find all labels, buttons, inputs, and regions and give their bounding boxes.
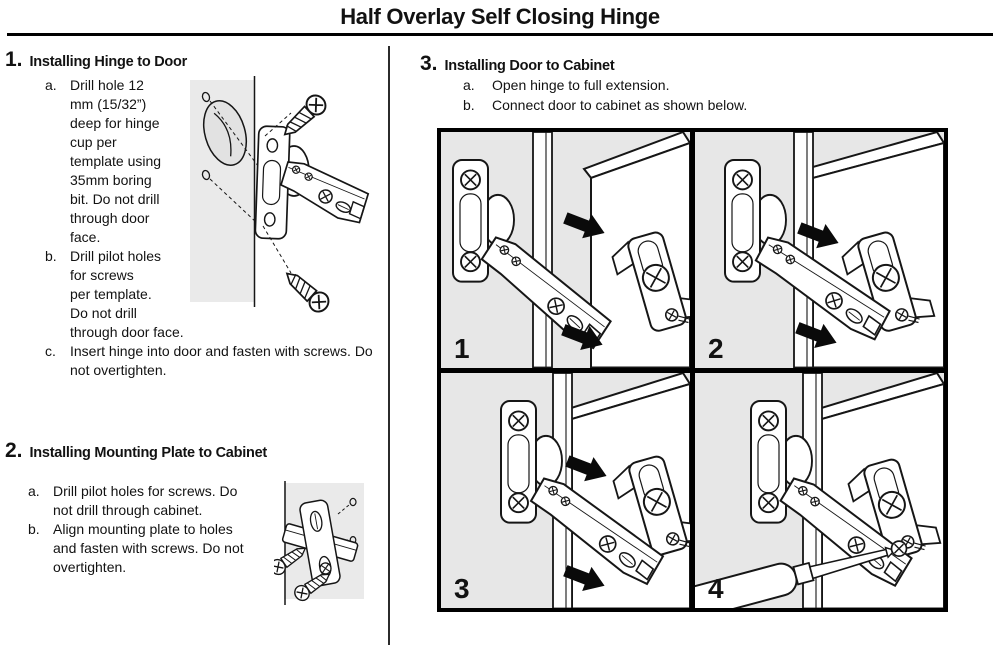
item-text: Open hinge to full extension. [492, 77, 670, 93]
figure-panel-2: 2 [695, 132, 944, 368]
arrow-icon [797, 222, 839, 249]
instruction-item: b. Drill pilot holes for screws per temp… [45, 247, 390, 342]
column-divider [388, 46, 390, 645]
mounting-plate [281, 499, 359, 587]
mounting-plate [847, 458, 942, 559]
installation-step-drawing [695, 132, 944, 368]
section-1-steps: a. Drill hole 12 mm (15/32”) deep for hi… [45, 76, 390, 380]
item-label: a. [28, 483, 40, 499]
step-scene [695, 372, 944, 608]
title-divider [7, 33, 993, 36]
hinge-cup-hole [201, 91, 262, 224]
instruction-item: c. Insert hinge into door and fasten wit… [45, 342, 390, 380]
panel-number: 2 [708, 332, 724, 364]
step-scene [724, 132, 944, 368]
arrow-icon [795, 322, 837, 349]
panel-number: 4 [708, 573, 724, 604]
mounting-plate-illustration [274, 481, 364, 605]
instruction-item: a. Drill hole 12 mm (15/32”) deep for hi… [45, 76, 390, 247]
section-2-steps: a. Drill pilot holes for screws. Do not … [28, 482, 296, 577]
hinge-arm [279, 161, 370, 224]
hinge-cup-plate [724, 158, 787, 283]
hinge-to-door-illustration [190, 76, 370, 313]
panel-number: 1 [454, 332, 470, 364]
hinge-arm [779, 476, 913, 587]
panel-number: 3 [454, 573, 470, 604]
hinge-body [254, 125, 370, 240]
step-scene [500, 372, 690, 608]
instruction-item: a. Open hinge to full extension. [463, 76, 983, 96]
installation-step-drawing [695, 372, 944, 608]
item-label: b. [45, 248, 57, 264]
item-text: Drill pilot holes for screws per templat… [70, 248, 184, 340]
installation-step-drawing [441, 372, 690, 608]
screwdriver [695, 546, 896, 608]
section-3-title: Installing Door to Cabinet [444, 58, 615, 74]
section-1-title: Installing Hinge to Door [29, 54, 188, 70]
arrow-icon [563, 212, 605, 239]
plate-screw-icon [294, 573, 331, 602]
installation-step-drawing [441, 132, 690, 368]
mounting-screw-bottom-icon [262, 225, 330, 313]
section-1-heading: 1. Installing Hinge to Door [5, 48, 187, 72]
section-3-number: 3. [420, 52, 438, 75]
figure-panel-3: 3 [441, 372, 690, 608]
arrow-icon [563, 564, 605, 591]
section-1-number: 1. [5, 48, 23, 71]
item-label: a. [463, 77, 475, 93]
plate-screw-icon [274, 547, 307, 576]
section-3-steps: a. Open hinge to full extension. b. Conn… [463, 76, 983, 115]
item-label: a. [45, 77, 57, 93]
installation-steps-figure: 1 2 3 4 [437, 128, 948, 612]
item-label: b. [28, 521, 40, 537]
arrow-icon [565, 454, 607, 481]
section-3-heading: 3. Installing Door to Cabinet [420, 52, 615, 76]
mounting-plate [612, 455, 690, 556]
instruction-item: b. Align mounting plate to holes and fas… [28, 520, 296, 577]
step-scene [452, 132, 690, 368]
section-2-heading: 2. Installing Mounting Plate to Cabinet [5, 439, 267, 463]
mounting-plate [841, 231, 936, 332]
figure-panel-4: 4 [695, 372, 944, 608]
item-text: Drill hole 12 mm (15/32”) deep for hinge… [70, 77, 162, 245]
item-text: Drill pilot holes for screws. Do not dri… [53, 483, 238, 518]
hinge-cup-plate [750, 399, 813, 524]
figure-panel-1: 1 [441, 132, 690, 368]
instruction-item: b. Connect door to cabinet as shown belo… [463, 96, 983, 116]
item-label: c. [45, 343, 56, 359]
door-edge [532, 132, 553, 368]
section-2-title: Installing Mounting Plate to Cabinet [29, 445, 268, 461]
arrow-icon [561, 324, 603, 351]
hinge-arm [754, 236, 891, 341]
section-2-number: 2. [5, 439, 23, 462]
item-text: Align mounting plate to holes and fasten… [53, 521, 244, 575]
item-text: Insert hinge into door and fasten with s… [70, 343, 373, 378]
hinge-arm [529, 476, 665, 585]
item-text: Connect door to cabinet as shown below. [492, 96, 748, 113]
mounting-plate [611, 231, 690, 332]
mounting-screw-top-icon [264, 94, 327, 137]
hinge-cup-plate [452, 158, 515, 283]
item-label: b. [463, 96, 475, 113]
page-title: Half Overlay Self Closing Hinge [340, 4, 660, 29]
instruction-item: a. Drill pilot holes for screws. Do not … [28, 482, 296, 520]
